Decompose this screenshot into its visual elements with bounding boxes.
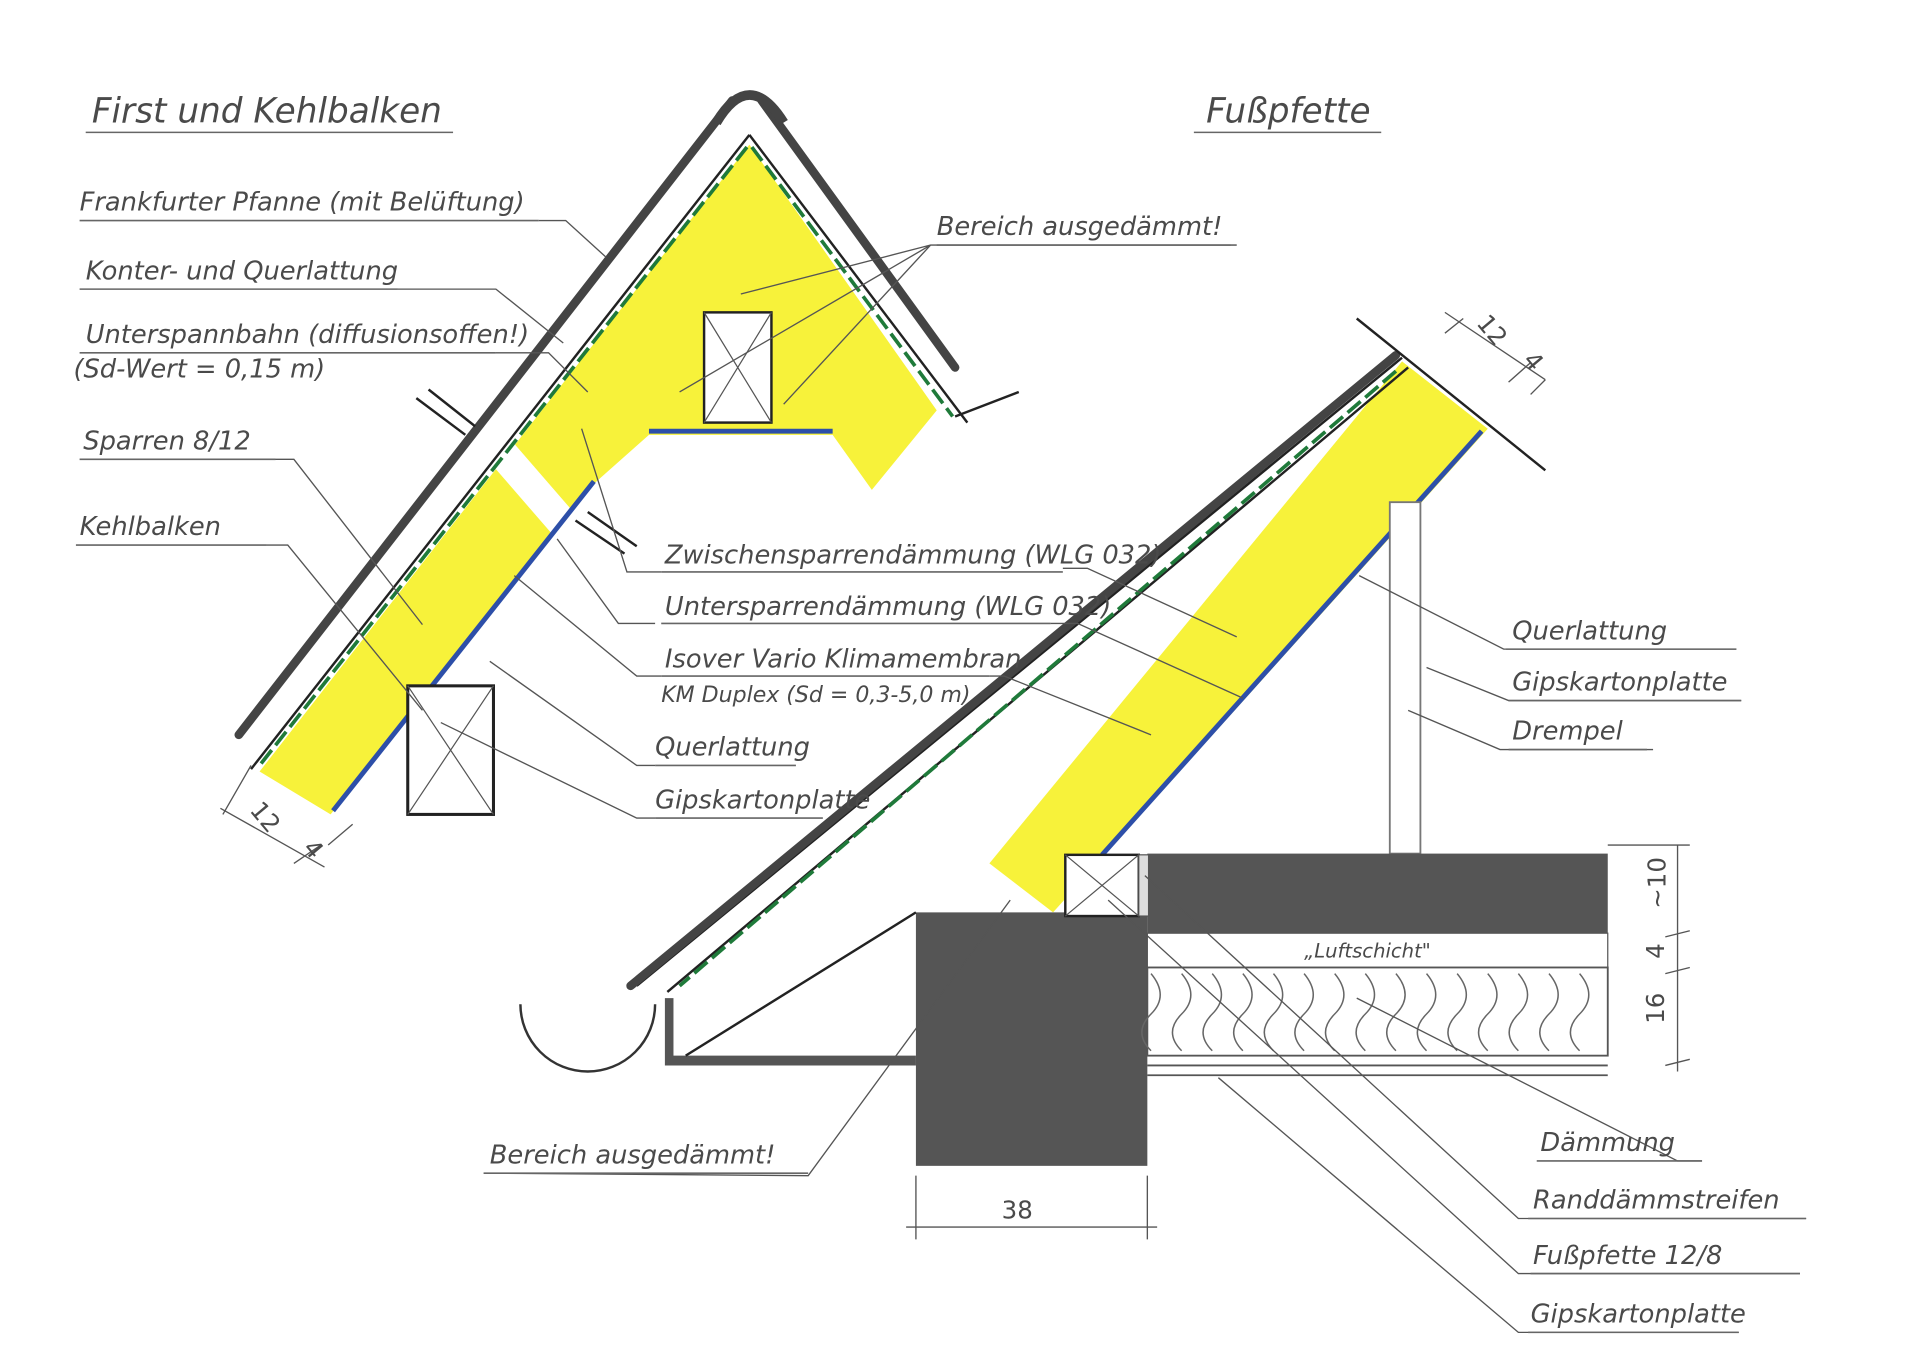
label-edge-strip: Randdämmstreifen — [1533, 1186, 1780, 1216]
label-rafter: Sparren 8/12 — [83, 427, 251, 457]
label-underlay-sd: (Sd-Wert = 0,15 m) — [73, 354, 325, 384]
label-cross-batten-right: Querlattung — [1512, 616, 1667, 646]
dim-slab-10: ~10 — [1642, 857, 1671, 909]
floor-insulation — [1146, 966, 1609, 1057]
floor-slab — [1147, 853, 1608, 934]
label-insulated-area-top: Bereich ausgedämmt! — [937, 212, 1223, 242]
eave-box — [664, 998, 916, 1066]
label-collar-beam: Kehlbalken — [80, 512, 221, 542]
label-plasterboard-right: Gipskartonplatte — [1512, 668, 1727, 698]
edge-strip — [1138, 854, 1150, 917]
roof-tiles-right — [626, 350, 1401, 991]
label-knee-wall: Drempel — [1512, 717, 1623, 747]
gutter — [519, 1004, 657, 1073]
label-insulation: Dämmung — [1540, 1128, 1675, 1158]
label-air-layer: „Luftschicht" — [1304, 940, 1431, 963]
knee-wall — [1388, 501, 1422, 855]
label-insulated-area-bottom: Bereich ausgedämmt! — [490, 1140, 776, 1170]
dim-air-4: 4 — [1641, 943, 1670, 959]
label-cross-batten-left: Querlattung — [655, 733, 810, 763]
dim-left-4: 4 — [297, 834, 329, 865]
ridge-tile — [712, 90, 788, 126]
dim-left-12: 12 — [244, 796, 286, 838]
label-under-rafter-insulation: Untersparrendämmung (WLG 032) — [665, 592, 1111, 622]
rafter-break-gap — [471, 422, 576, 533]
insulation-fill-right — [989, 361, 1488, 913]
dimension-lines — [220, 311, 1690, 1240]
concrete-wall — [915, 912, 1148, 1166]
label-plasterboard-left: Gipskartonplatte — [655, 785, 870, 815]
label-between-rafter-insulation: Zwischensparrendämmung (WLG 032) — [664, 540, 1162, 570]
label-roof-tile: Frankfurter Pfanne (mit Belüftung) — [80, 188, 525, 218]
label-battens: Konter- und Querlattung — [86, 256, 398, 286]
dim-wall-38: 38 — [1002, 1195, 1033, 1224]
dim-insulation-16: 16 — [1641, 993, 1670, 1024]
label-plasterboard-ceiling: Gipskartonplatte — [1531, 1300, 1746, 1330]
title-ridge: First und Kehlbalken — [92, 92, 442, 132]
label-vapour-membrane: Isover Vario Klimamembran — [665, 644, 1022, 674]
label-underlay: Unterspannbahn (diffusionsoffen!) — [86, 320, 529, 350]
title-foot-purlin: Fußpfette — [1206, 92, 1370, 132]
label-foot-purlin: Fußpfette 12/8 — [1533, 1241, 1722, 1271]
label-vapour-membrane-sd: KM Duplex (Sd = 0,3-5,0 m) — [661, 683, 970, 708]
roof-tiles-left — [234, 96, 737, 740]
eave-detail — [519, 317, 1609, 1166]
underlines — [75, 131, 1807, 1334]
dim-right-12: 12 — [1471, 309, 1513, 351]
